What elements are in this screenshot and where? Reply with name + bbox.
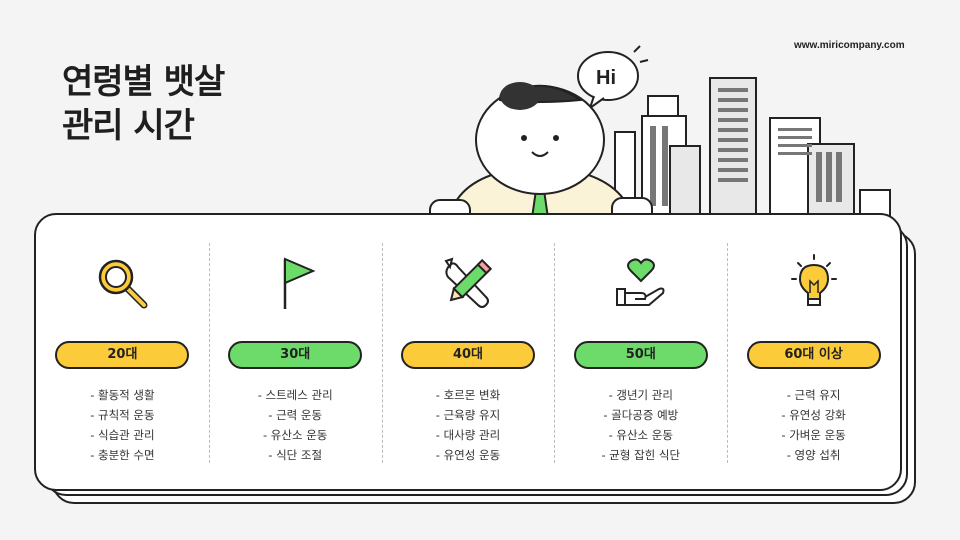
age-column-30s: 30대 - 스트레스 관리 - 근력 운동 - 유산소 운동 - 식단 조절 <box>208 243 382 465</box>
character-city-illustration: Hi <box>429 45 891 225</box>
title-line-2: 관리 시간 <box>62 106 195 146</box>
heart-hand-icon <box>606 253 676 313</box>
list-item: - 유연성 운동 <box>435 448 501 462</box>
list-item: - 가벼운 운동 <box>781 428 846 442</box>
list-item: - 균형 잡힌 식단 <box>601 448 681 462</box>
tips-list-20s: - 활동적 생활 - 규칙적 운동 - 식습관 관리 - 충분한 수면 <box>90 385 154 465</box>
list-item: - 대사량 관리 <box>435 428 501 442</box>
list-item: - 식습관 관리 <box>90 428 155 442</box>
flag-icon <box>260 253 330 313</box>
page-title: 연령별 뱃살 관리 시간 <box>62 60 225 148</box>
age-label-20s: 20대 <box>55 341 190 369</box>
speech-bubble-text: Hi <box>596 67 616 89</box>
website-url: www.miricompany.com <box>794 40 905 51</box>
magnifier-icon <box>87 253 157 313</box>
tips-list-30s: - 스트레스 관리 - 근력 운동 - 유산소 운동 - 식단 조절 <box>258 385 333 465</box>
list-item: - 식단 조절 <box>268 448 323 462</box>
list-item: - 유산소 운동 <box>608 428 673 442</box>
tips-list-40s: - 호르몬 변화 - 근육량 유지 - 대사량 관리 - 유연성 운동 <box>436 385 500 465</box>
lightbulb-icon <box>779 253 849 313</box>
age-column-40s: 40대 - 호르몬 변화 - 근육량 유지 - 대사량 관리 - 유연성 운동 <box>381 243 555 465</box>
list-item: - 호르몬 변화 <box>435 388 501 402</box>
list-item: - 유산소 운동 <box>263 428 328 442</box>
list-item: - 근육량 유지 <box>435 408 501 422</box>
age-label-60s-plus: 60대 이상 <box>746 341 881 369</box>
list-item: - 활동적 생활 <box>90 388 155 402</box>
list-item: - 근력 유지 <box>786 388 841 402</box>
list-item: - 규칙적 운동 <box>90 408 155 422</box>
list-item: - 갱년기 관리 <box>608 388 673 402</box>
list-item: - 충분한 수면 <box>90 448 155 462</box>
list-item: - 근력 운동 <box>268 408 323 422</box>
age-guide-card: 20대 - 활동적 생활 - 규칙적 운동 - 식습관 관리 - 충분한 수면 … <box>34 213 902 491</box>
age-column-50s: 50대 - 갱년기 관리 - 골다공증 예방 - 유산소 운동 - 균형 잡힌 … <box>554 243 727 463</box>
tips-list-50s: - 갱년기 관리 - 골다공증 예방 - 유산소 운동 - 균형 잡힌 식단 <box>601 385 680 465</box>
list-item: - 스트레스 관리 <box>257 388 333 402</box>
tips-list-60s-plus: - 근력 유지 - 유연성 강화 - 가벼운 운동 - 영양 섭취 <box>781 385 845 465</box>
age-label-50s: 50대 <box>573 341 708 369</box>
title-line-1: 연령별 뱃살 <box>62 62 225 102</box>
tools-icon <box>433 253 503 313</box>
list-item: - 유연성 강화 <box>781 408 846 422</box>
age-column-60s-plus: 60대 이상 - 근력 유지 - 유연성 강화 - 가벼운 운동 - 영양 섭취 <box>727 243 900 463</box>
list-item: - 영양 섭취 <box>786 448 841 462</box>
list-item: - 골다공증 예방 <box>603 408 679 422</box>
age-label-30s: 30대 <box>228 341 363 369</box>
age-column-20s: 20대 - 활동적 생활 - 규칙적 운동 - 식습관 관리 - 충분한 수면 <box>36 243 209 463</box>
age-label-40s: 40대 <box>400 341 535 369</box>
